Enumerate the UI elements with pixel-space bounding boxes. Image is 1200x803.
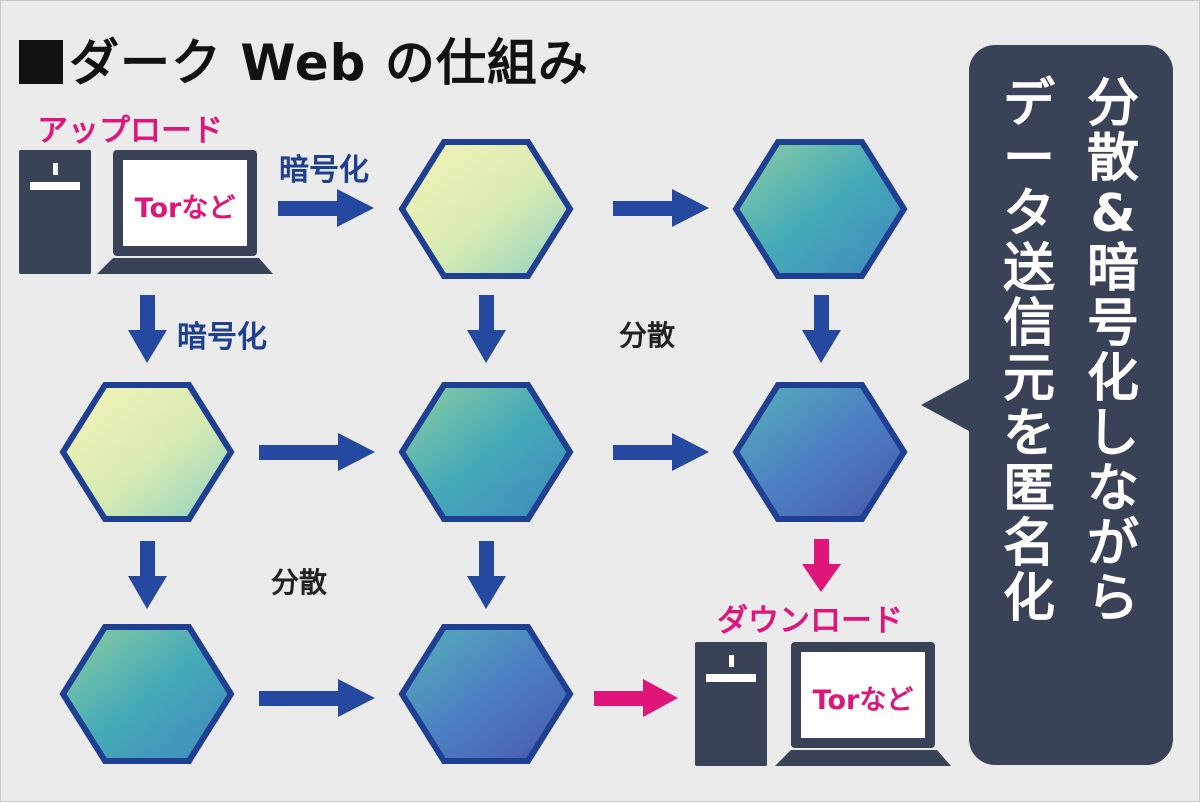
download-screen-text: Torなど bbox=[812, 685, 914, 716]
arrow-right-r3c1-to-r3c2 bbox=[259, 679, 375, 717]
callout-bubble bbox=[921, 45, 1173, 765]
callout-text-line1: 分散&暗号化しながら bbox=[1086, 74, 1139, 629]
distribute-label-lower: 分散 bbox=[271, 566, 328, 599]
arrow-right-r1c2-to-r1c3 bbox=[613, 189, 709, 227]
download-tower-pc-icon bbox=[695, 642, 767, 766]
arrow-down-pink-to-download bbox=[802, 539, 841, 592]
arrow-down-r1c2-to-r2c2 bbox=[467, 295, 506, 363]
encrypt-label-horizontal: 暗号化 bbox=[279, 153, 369, 188]
upload-tower-pc-icon bbox=[19, 150, 91, 274]
upload-laptop-icon bbox=[97, 150, 273, 274]
arrow-down-r2c2-to-r3c2 bbox=[467, 541, 506, 609]
upload-screen-text: Torなど bbox=[134, 193, 236, 224]
node-hexagon-r2c3 bbox=[732, 382, 908, 522]
node-hexagon-r3c2 bbox=[398, 624, 574, 764]
upload-label: アップロード bbox=[37, 113, 223, 149]
arrow-down-upload-to-r2c1 bbox=[128, 295, 167, 363]
distribute-label-upper: 分散 bbox=[619, 319, 676, 352]
title-text: ダーク Web の仕組み bbox=[69, 34, 589, 92]
arrow-right-pink-to-download bbox=[594, 679, 678, 717]
node-hexagon-r2c2 bbox=[398, 382, 574, 522]
arrow-down-r2c1-to-r3c1 bbox=[128, 541, 167, 609]
node-hexagon-r1c3 bbox=[732, 139, 908, 279]
download-label: ダウンロード bbox=[717, 603, 903, 639]
arrow-right-r2c1-to-r2c2 bbox=[259, 433, 375, 471]
arrow-down-r1c3-to-r2c3 bbox=[802, 295, 841, 363]
page-title: ダーク Web の仕組み bbox=[19, 23, 589, 95]
node-hexagon-r2c1 bbox=[59, 382, 235, 522]
node-hexagon-r3c1 bbox=[59, 624, 235, 764]
arrow-right-r2c2-to-r2c3 bbox=[613, 433, 709, 471]
callout-text-line2: データ送信元を匿名化 bbox=[1002, 74, 1055, 629]
title-square-icon bbox=[19, 40, 63, 84]
arrow-right-upload-to-r1c2 bbox=[278, 189, 374, 227]
node-hexagon-r1c2 bbox=[398, 139, 574, 279]
encrypt-label-vertical: 暗号化 bbox=[177, 320, 267, 355]
download-laptop-icon bbox=[775, 642, 951, 766]
